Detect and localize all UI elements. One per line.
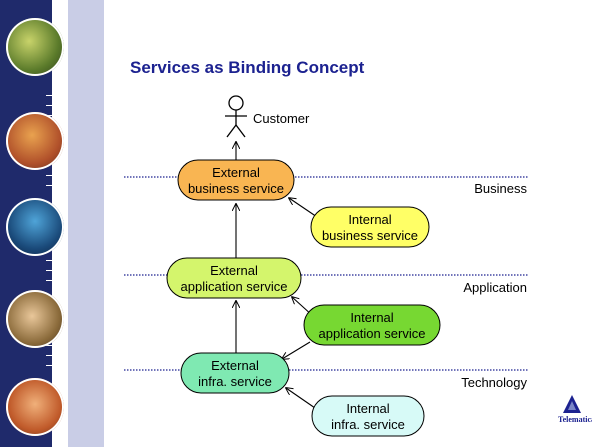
photo-thumbnail-4 — [6, 290, 64, 348]
node-shape — [177, 159, 295, 201]
node-shape — [166, 257, 302, 299]
ruler-tick — [46, 95, 64, 100]
ruler-tick — [46, 260, 64, 265]
node-label-line1: External — [211, 358, 259, 373]
layer-label-business: Business — [474, 181, 527, 196]
actor-label: Customer — [253, 111, 310, 126]
arrow-int-infra — [286, 388, 316, 409]
internal-business-service: Internal business service — [310, 206, 430, 248]
node-shape — [310, 206, 430, 248]
telematica-logo-icon — [563, 395, 581, 413]
internal-infra-service: Internal infra. service — [311, 395, 425, 437]
ruler-tick — [46, 175, 64, 180]
external-application-service: External application service — [166, 257, 302, 299]
node-label-line1: External — [210, 263, 258, 278]
node-label-line1: Internal — [346, 401, 389, 416]
node-label-line1: Internal — [350, 310, 393, 325]
customer-actor-icon — [225, 95, 247, 138]
photo-thumbnail-3 — [6, 198, 64, 256]
node-shape — [303, 304, 441, 346]
ruler-tick — [46, 355, 64, 360]
node-shape — [311, 395, 425, 437]
logo-text: Telematica — [558, 415, 592, 424]
node-label-line2: business service — [188, 181, 284, 196]
ruler-tick — [46, 115, 64, 120]
layer-label-application: Application — [463, 280, 527, 295]
photo-thumbnail-1 — [6, 18, 64, 76]
ruler-tick — [46, 365, 64, 370]
node-shape — [180, 352, 290, 394]
node-label-line2: infra. service — [331, 417, 405, 432]
node-label-line2: application service — [181, 279, 288, 294]
layer-label-technology: Technology — [461, 375, 527, 390]
internal-application-service: Internal application service — [303, 304, 441, 346]
ruler-tick — [46, 280, 64, 285]
arrow-ext-infra-to-int-app — [282, 341, 311, 359]
slide-title: Services as Binding Concept — [130, 58, 365, 77]
ruler-tick — [46, 105, 64, 110]
ruler-tick — [46, 185, 64, 190]
external-business-service: External business service — [177, 159, 295, 201]
node-label-line1: External — [212, 165, 260, 180]
node-label-line2: application service — [319, 326, 426, 341]
node-label-line2: business service — [322, 228, 418, 243]
node-label-line1: Internal — [348, 212, 391, 227]
ruler-tick — [46, 270, 64, 275]
sidebar-decoration — [0, 0, 104, 447]
node-label-line2: infra. service — [198, 374, 272, 389]
ruler-tick — [46, 345, 64, 350]
photo-thumbnail-5 — [6, 378, 64, 436]
photo-thumbnail-2 — [6, 112, 64, 170]
external-infra-service: External infra. service — [180, 352, 290, 394]
